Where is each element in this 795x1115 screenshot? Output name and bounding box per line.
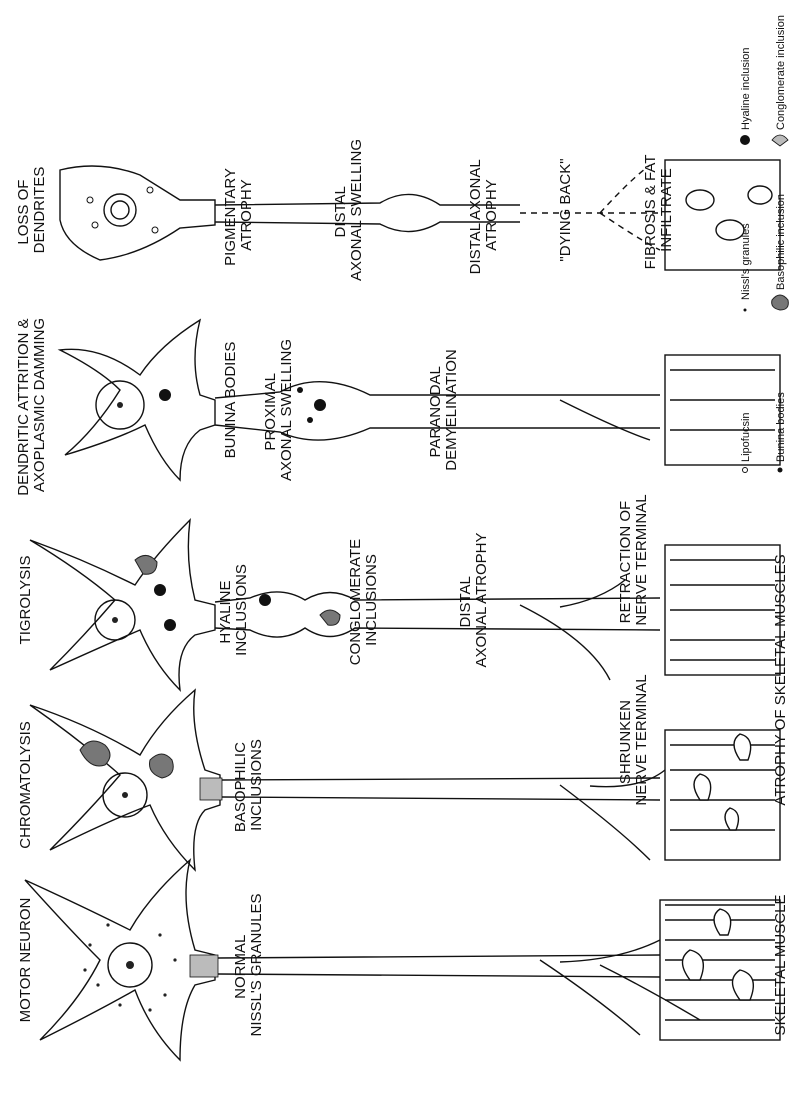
label-bunina: BUNINA BODIES: [222, 342, 239, 459]
legend-hyaline: Hyaline inclusion: [740, 47, 752, 130]
retracted-muscle: [665, 545, 780, 675]
stage-motor-neuron: [25, 860, 780, 1060]
soma-normal: [25, 860, 215, 1060]
basophilic-inclusion-1: [80, 741, 110, 766]
title-motor-neuron: MOTOR NEURON: [17, 898, 34, 1023]
stage-chromatolysis: [30, 690, 780, 870]
lipofuscin-symbol: [743, 468, 748, 473]
axon-normal: [218, 955, 660, 977]
pigment-whorl: [104, 194, 136, 226]
label-normal-nissl: NORMAL NISSL'S GRANULES: [232, 894, 265, 1037]
label-distal-swelling: DISTAL AXONAL SWELLING: [332, 139, 365, 281]
title-loss-of-dendrites: LOSS OF DENDRITES: [15, 167, 48, 254]
soma-chromatolysis: [30, 690, 220, 870]
bunina-bodies: [159, 387, 326, 423]
label-paranodal: PARANODAL DEMYELINATION: [427, 349, 460, 470]
legend-nissl: Nissl's granules: [740, 223, 752, 300]
label-hyaline: HYALINE INCLUSIONS: [217, 564, 250, 656]
shrunken-muscle: [665, 730, 780, 860]
stage-tigrolysis: [30, 520, 780, 690]
label-retraction: RETRACTION OF NERVE TERMINAL: [617, 494, 650, 625]
axon-branches: [540, 940, 700, 1035]
legend-basophilic: Basophilic inclusion: [775, 194, 787, 290]
soma-tigrolysis: [30, 520, 215, 690]
axon-hillock: [190, 955, 218, 977]
title-dendritic-attrition: DENDRITIC ATTRITION & AXOPLASMIC DAMMING: [15, 314, 48, 495]
bunina-symbol: [778, 468, 783, 473]
dying-back: [520, 165, 660, 250]
basophilic-inclusion-2: [150, 754, 174, 778]
caption-atrophy: ATROPHY OF SKELETAL MUSCLES: [772, 554, 789, 805]
legend: Lipofucsin Bunina bodies Nissl's granule…: [740, 15, 788, 472]
label-dying-back: "DYING BACK": [557, 158, 574, 261]
label-proximal-swelling: PROXIMAL AXONAL SWELLING: [262, 339, 295, 481]
title-tigrolysis: TIGROLYSIS: [17, 556, 34, 645]
label-fibrosis: FIBROSIS & FAT INFILTRATE: [642, 151, 675, 270]
legend-conglomerate: Conglomerate inclusion: [775, 15, 787, 130]
conglomerate-symbol: [772, 135, 788, 146]
soma-loss: [60, 166, 215, 260]
label-distal-axonal-atrophy: DISTAL AXONAL ATROPHY: [467, 156, 500, 275]
hyaline-symbol: [740, 135, 750, 145]
hyaline-inclusions: [154, 584, 271, 631]
axon-tigrolysis: [215, 592, 660, 637]
legend-lipofuscin: Lipofucsin: [740, 412, 752, 462]
label-skeletal-muscle: SKELETAL MUSCLE: [772, 895, 789, 1036]
axon-chromatolysis: [222, 778, 660, 800]
nissl-symbol: [744, 309, 747, 312]
axon-hillock-2: [200, 778, 222, 800]
skeletal-muscle: [660, 900, 780, 1040]
title-chromatolysis: CHROMATOLYSIS: [17, 721, 34, 849]
nucleolus: [126, 961, 134, 969]
soma-attrition: [60, 320, 215, 480]
basophilic-symbol: [772, 295, 789, 310]
label-distal-atrophy: DISTAL AXONAL ATROPHY: [457, 532, 490, 667]
fibrosis-muscle: [665, 160, 780, 270]
label-basophilic: BASOPHILIC INCLUSIONS: [232, 738, 265, 832]
label-pigmentary: PIGMENTARY ATROPHY: [222, 164, 255, 266]
label-conglomerate: CONGLOMERATE INCLUSIONS: [347, 535, 380, 666]
legend-bunina: Bunina bodies: [775, 392, 787, 462]
muscle-attrition: [665, 355, 780, 465]
stage-dendritic-attrition: [60, 320, 780, 480]
